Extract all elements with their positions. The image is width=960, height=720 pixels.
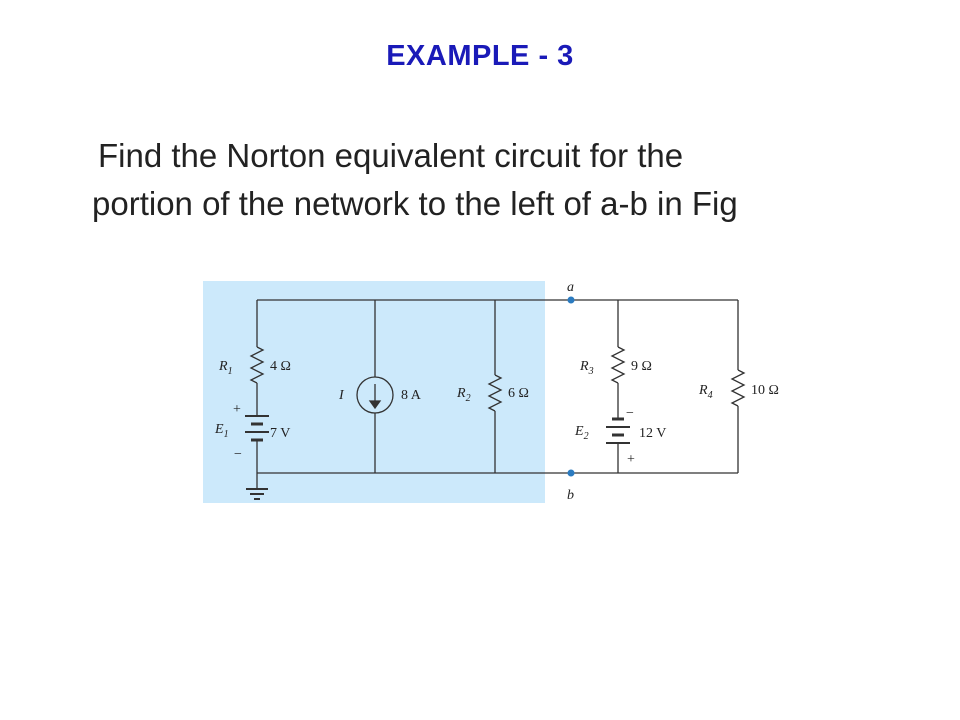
branch-r3-e2 (606, 300, 630, 473)
problem-statement: Find the Norton equivalent circuit for t… (92, 132, 932, 228)
i-value: 8 A (401, 388, 422, 403)
resistor-icon (249, 346, 265, 384)
branch-current-source (356, 300, 394, 473)
e2-minus: − (626, 406, 634, 421)
branch-r4 (730, 300, 746, 473)
e2-value: 12 V (639, 426, 666, 441)
resistor-icon (610, 346, 626, 384)
terminal-b-label: b (567, 488, 574, 503)
resistor-icon (730, 369, 746, 407)
r1-value: 4 Ω (270, 359, 291, 374)
slide-title: EXAMPLE - 3 (386, 40, 574, 72)
r3-value: 9 Ω (631, 359, 652, 374)
e2-label: E2 (574, 424, 589, 442)
ground-icon (246, 473, 268, 500)
e1-minus: − (234, 447, 242, 462)
branch-r2 (487, 300, 503, 473)
terminal-a-label: a (567, 280, 574, 295)
r1-label: R1 (218, 359, 233, 377)
problem-line-1: Find the Norton equivalent circuit for t… (98, 137, 684, 174)
battery-icon (606, 417, 630, 444)
r3-label: R3 (579, 359, 594, 377)
i-label: I (338, 388, 345, 403)
r2-value: 6 Ω (508, 386, 529, 401)
e1-label: E1 (214, 422, 229, 440)
e1-plus: + (233, 402, 241, 417)
branch-r1-e1 (245, 300, 269, 500)
r4-value: 10 Ω (751, 383, 779, 398)
e1-value: 7 V (270, 426, 290, 441)
r2-label: R2 (456, 386, 471, 404)
terminal-b-dot (567, 469, 575, 477)
resistor-icon (487, 374, 503, 412)
problem-line-2: portion of the network to the left of a-… (92, 185, 738, 222)
r4-label: R4 (698, 383, 713, 401)
highlight-region (203, 281, 545, 503)
terminal-a-dot (567, 296, 575, 304)
e2-plus: + (627, 452, 635, 467)
